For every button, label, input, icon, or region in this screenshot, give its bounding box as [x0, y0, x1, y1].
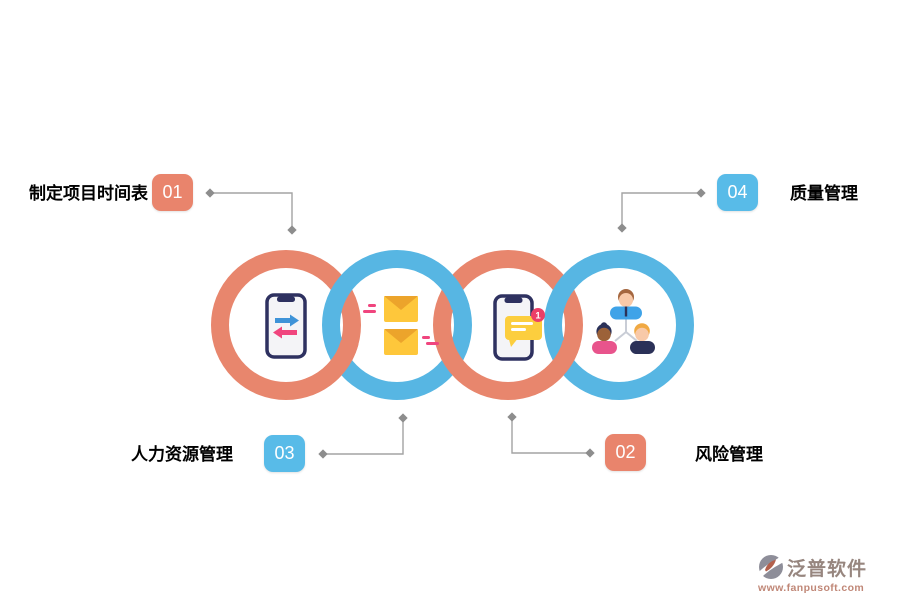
chat-bubble-tail	[509, 339, 517, 347]
dash	[426, 342, 439, 345]
envelope-bottom-flap	[384, 329, 418, 343]
notification-badge	[531, 308, 545, 322]
person-left-face	[597, 327, 611, 342]
email-messages-icon	[363, 296, 439, 355]
person-right-shirt	[630, 341, 655, 354]
connector-step2	[511, 417, 590, 454]
chat-line	[511, 328, 526, 331]
person-right-face	[635, 327, 649, 342]
connector-step4	[621, 192, 701, 228]
fanpu-logo-mark	[758, 554, 784, 579]
phone-body	[265, 293, 307, 359]
step-3-label: 人力资源管理	[131, 445, 233, 464]
logo-title: 泛普软件	[787, 558, 868, 580]
step-2-label: 风险管理	[695, 445, 763, 464]
ring-3-salmon	[433, 250, 583, 400]
ring-1-weave-arc	[305, 339, 359, 396]
step-2-badge: 02	[605, 434, 646, 471]
chat-line	[511, 322, 533, 325]
phone-chat-notification-icon: 1	[493, 294, 545, 361]
person-top-face	[619, 293, 633, 307]
rings	[211, 250, 694, 400]
dash	[422, 336, 430, 339]
dash	[363, 310, 376, 313]
phone-notch	[277, 296, 295, 302]
step-4-badge: 04	[717, 174, 758, 211]
envelope-top-flap	[384, 296, 418, 310]
phone-notch	[504, 297, 523, 303]
fanpu-logo: 泛普软件 www.fanpusoft.com	[758, 553, 890, 594]
connector-step3	[323, 418, 404, 455]
person-left-shirt	[592, 341, 617, 354]
team-org-chart-icon	[592, 289, 655, 354]
org-lines	[614, 318, 638, 342]
connector-lines	[210, 192, 701, 455]
connector-step1	[210, 192, 293, 230]
diamond-endpoint	[696, 188, 706, 198]
diamond-endpoint	[205, 188, 215, 198]
step-4-label: 质量管理	[790, 184, 858, 203]
arrow-right	[275, 314, 299, 327]
ring-2-blue	[322, 250, 472, 400]
diamond-endpoint	[507, 412, 517, 422]
arrow-left	[273, 326, 297, 339]
dash	[368, 304, 376, 307]
person-top-tie	[624, 306, 628, 317]
speed-dashes	[363, 304, 439, 345]
ring-4-blue	[544, 250, 694, 400]
diamond-endpoint	[398, 413, 408, 423]
diamond-endpoint	[617, 223, 627, 233]
diamond-endpoint	[287, 225, 297, 235]
notification-count: 1	[535, 310, 541, 321]
ring-1-salmon	[211, 250, 361, 400]
logo-url: www.fanpusoft.com	[758, 582, 865, 594]
diamond-endpoint	[585, 448, 595, 458]
phone-data-transfer-icon	[265, 293, 307, 359]
step-3-badge: 03	[264, 435, 305, 472]
step-1-label: 制定项目时间表	[29, 184, 148, 203]
step-1-badge: 01	[152, 174, 193, 211]
ring-2-weave-arc	[416, 254, 470, 311]
diamond-endpoint	[318, 449, 328, 459]
ring-3-weave-arc	[527, 339, 581, 396]
